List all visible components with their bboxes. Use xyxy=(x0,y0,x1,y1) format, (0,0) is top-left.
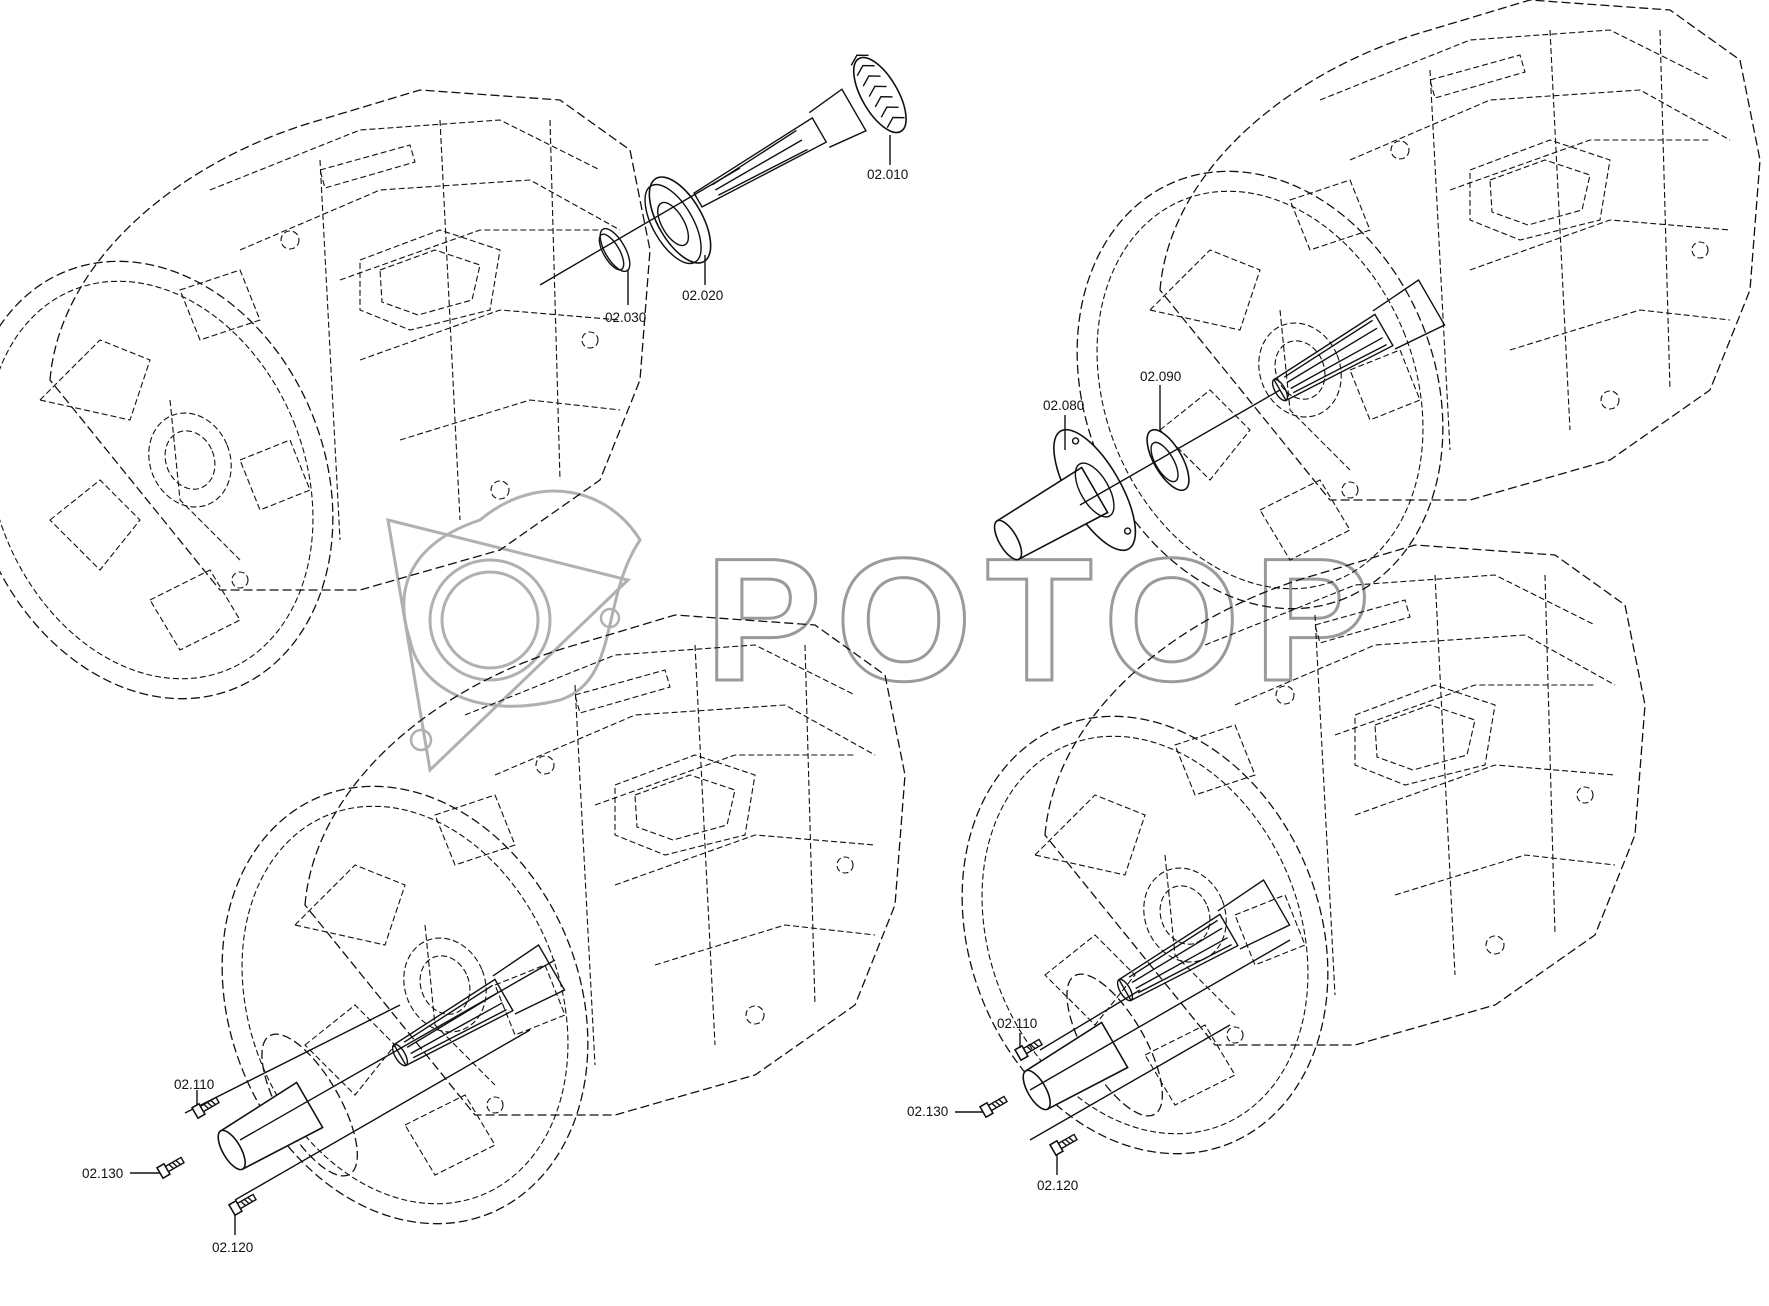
seal-02-090 xyxy=(1146,428,1190,492)
part-label-02-090: 02.090 xyxy=(1140,369,1181,384)
input-shaft-02-010 xyxy=(693,54,907,208)
part-label-02-030: 02.030 xyxy=(605,310,646,325)
bearing-02-020 xyxy=(644,176,712,265)
watermark-logo xyxy=(386,489,642,774)
part-label-02-120-a: 02.120 xyxy=(212,1240,253,1255)
flange-ghost-bottom-right xyxy=(1022,973,1163,1117)
axis-line-br-3 xyxy=(1029,1024,1231,1141)
flange-02-080 xyxy=(993,428,1137,561)
axis-line-bottom-right xyxy=(1029,939,1291,1091)
screw-02-130-bottom-right xyxy=(979,1093,1010,1118)
part-label-02-120-b: 02.120 xyxy=(1037,1178,1078,1193)
screw-02-130-bottom-left xyxy=(156,1154,187,1179)
axis-line-top xyxy=(539,167,741,286)
axis-line-bl-3 xyxy=(234,1029,531,1201)
flange-ghost-bottom-left xyxy=(217,1033,358,1177)
part-labels: 02.010 02.020 02.030 02.080 02.090 02.11… xyxy=(82,167,1181,1255)
gearbox-top-left xyxy=(0,89,651,755)
part-label-02-020: 02.020 xyxy=(682,288,723,303)
part-label-02-010: 02.010 xyxy=(867,167,908,182)
part-label-02-130-b: 02.130 xyxy=(907,1104,948,1119)
part-label-02-080: 02.080 xyxy=(1043,398,1084,413)
axis-line-top-right xyxy=(1079,389,1281,506)
part-label-02-130-a: 02.130 xyxy=(82,1166,123,1181)
circlip-02-030 xyxy=(598,227,631,273)
part-label-02-110-b: 02.110 xyxy=(997,1016,1037,1031)
axis-line-br-2 xyxy=(1039,989,1141,1051)
watermark-text: POTOP xyxy=(705,523,1384,718)
part-label-02-110-a: 02.110 xyxy=(174,1077,214,1092)
output-shaft-bottom-left xyxy=(381,944,566,1081)
output-shaft-bottom-right xyxy=(1106,879,1291,1016)
axis-line-bottom-left xyxy=(239,959,556,1141)
axis-line-bl-2 xyxy=(184,1004,401,1114)
screw-02-110-bottom-right xyxy=(1014,1036,1045,1061)
screw-02-110-bottom-left xyxy=(191,1094,222,1119)
screw-02-120-bottom-right xyxy=(1049,1131,1080,1156)
